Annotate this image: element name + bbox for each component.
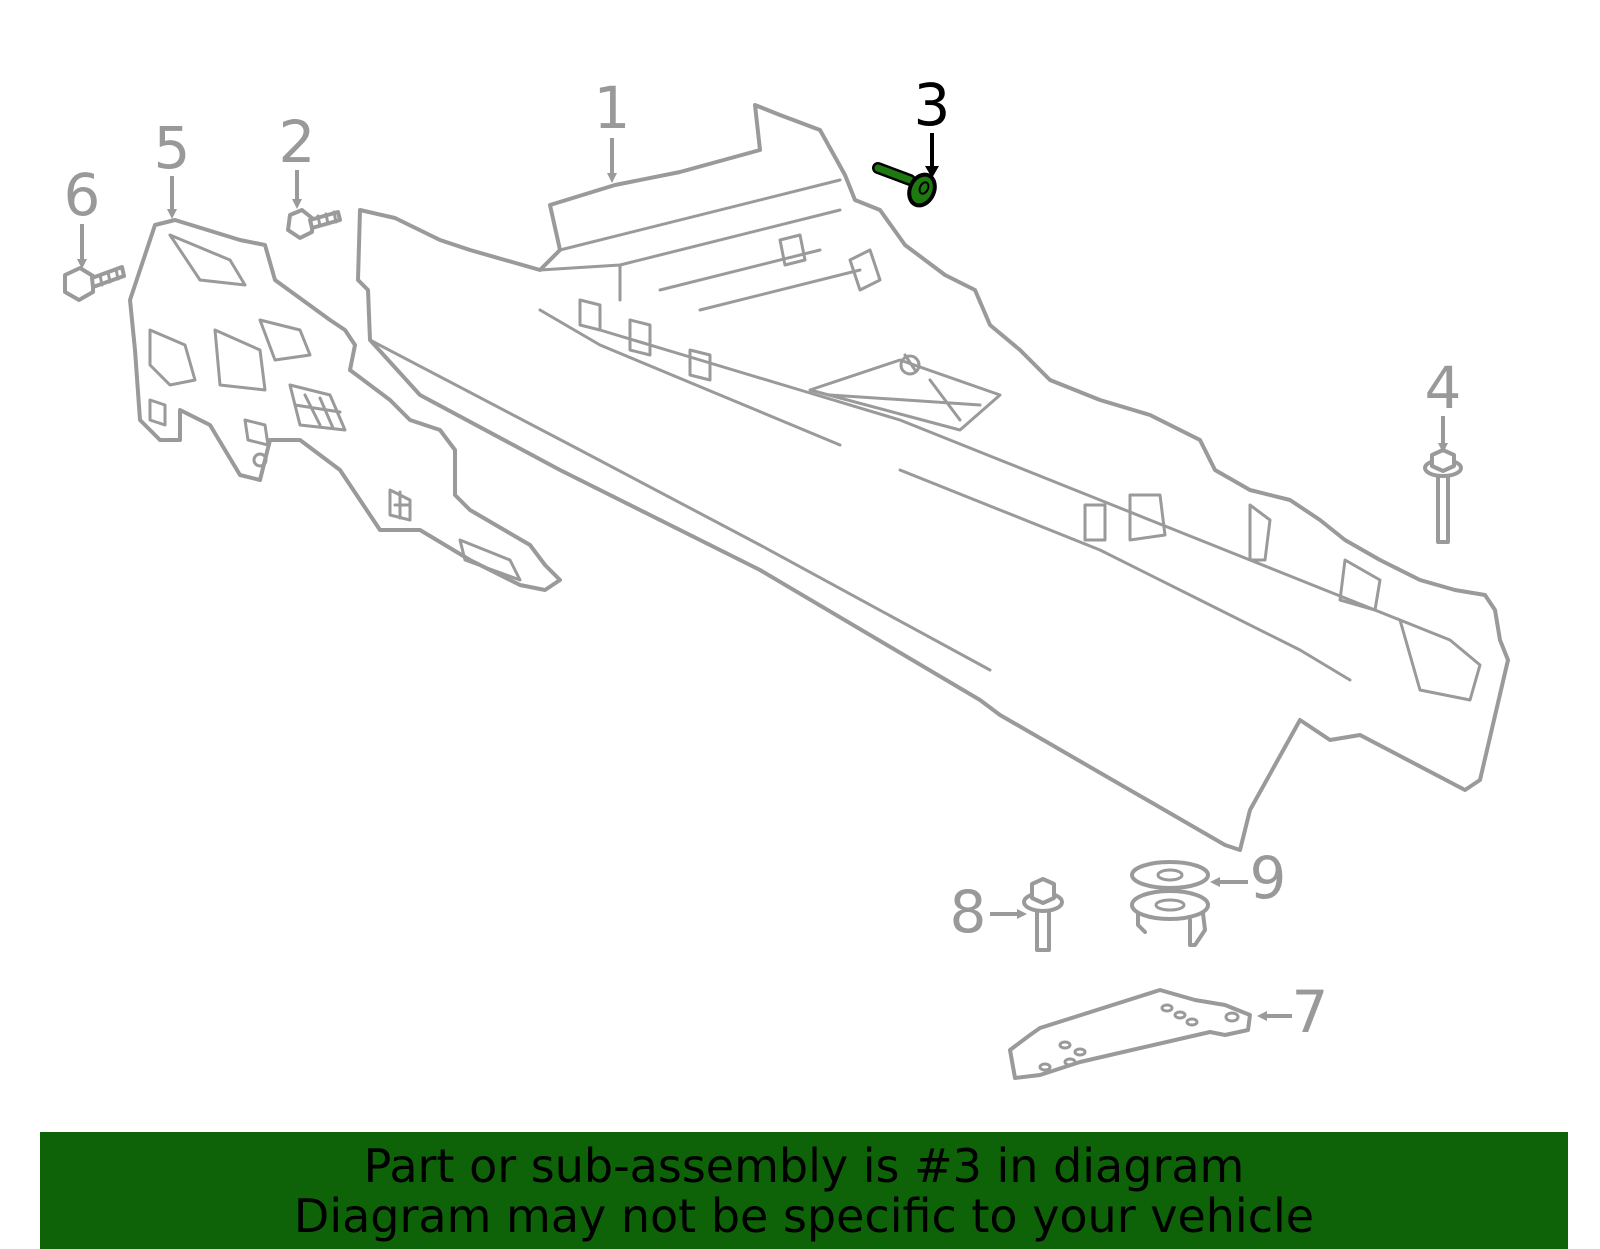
callout-1-label: 1 xyxy=(594,74,631,142)
callout-3-label: 3 xyxy=(914,71,951,139)
part-9-washer-clip[interactable] xyxy=(1130,860,1210,947)
banner-line-2: Diagram may not be specific to your vehi… xyxy=(293,1188,1315,1243)
callout-7-label: 7 xyxy=(1292,978,1329,1046)
part-8-bolt[interactable] xyxy=(1022,877,1064,952)
part-5-side-panel[interactable] xyxy=(128,218,562,592)
callout-2-label: 2 xyxy=(279,108,316,176)
part-3-bolt-highlighted[interactable] xyxy=(872,162,940,210)
banner-line-1: Part or sub-assembly is #3 in diagram xyxy=(363,1138,1245,1193)
callout-8-label: 8 xyxy=(950,878,987,946)
part-2-bolt[interactable] xyxy=(286,208,342,240)
part-4-bolt[interactable] xyxy=(1423,448,1463,544)
callout-6-label: 6 xyxy=(64,161,101,229)
info-banner: Part or sub-assembly is #3 in diagram Di… xyxy=(40,1132,1568,1249)
callout-4-label: 4 xyxy=(1425,354,1462,422)
callout-5-label: 5 xyxy=(154,114,191,182)
callout-9-label: 9 xyxy=(1250,844,1287,912)
leader-arrowhead-3 xyxy=(925,166,939,178)
part-1-console-body[interactable] xyxy=(356,103,1510,852)
part-7-bracket[interactable] xyxy=(1008,988,1252,1080)
part-6-bolt[interactable] xyxy=(63,265,126,302)
